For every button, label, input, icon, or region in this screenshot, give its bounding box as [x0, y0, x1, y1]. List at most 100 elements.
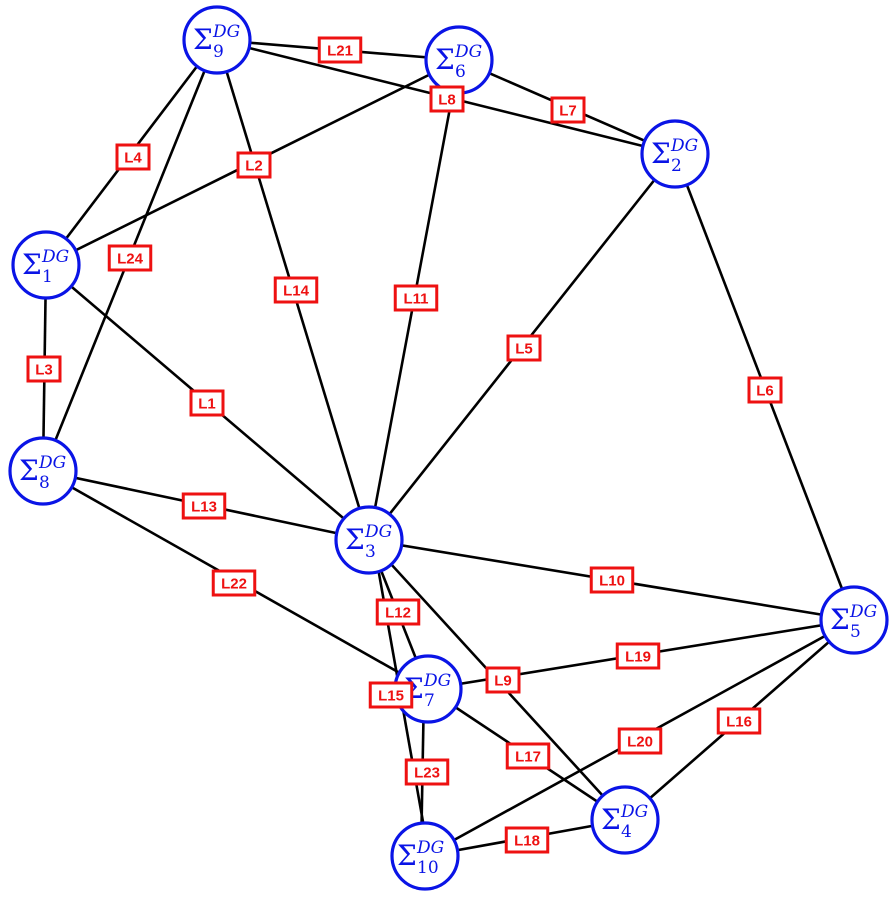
edge-label-text: L24	[117, 251, 144, 268]
node-subscript: 7	[424, 691, 435, 711]
edge-label-l9: L9	[485, 666, 521, 694]
edge-label-l11: L11	[393, 284, 439, 312]
node-subscript: 9	[213, 42, 224, 62]
node-superscript: DG	[454, 42, 482, 62]
edge-label-text: L16	[726, 714, 752, 731]
edge-label-l23: L23	[404, 758, 450, 786]
node-sigma-symbol: Σ	[193, 23, 213, 56]
node-circle	[182, 5, 252, 75]
node-superscript: DG	[416, 838, 444, 858]
edge-label-box	[393, 284, 439, 312]
node-circle	[11, 230, 81, 300]
edge-label-text: L18	[514, 833, 540, 850]
node-superscript: DG	[620, 802, 648, 822]
node-sigma-symbol: Σ	[22, 248, 42, 281]
edge-label-box	[189, 389, 225, 417]
node-circle	[590, 785, 660, 855]
edge-label-text: L6	[756, 383, 774, 400]
node-superscript: DG	[849, 602, 877, 622]
edge-label-text: L9	[494, 673, 512, 690]
edge-label-l17: L17	[505, 742, 551, 770]
edge-labels-layer: L1L2L3L4L5L6L7L8L9L10L11L12L13L14L15L16L…	[26, 36, 783, 854]
edge-label-l4: L4	[115, 143, 151, 171]
edge-label-text: L1	[198, 396, 216, 413]
edge-label-box	[429, 85, 465, 113]
node-superscript: DG	[38, 453, 66, 473]
edge-label-l10: L10	[589, 566, 635, 594]
node-subscript: 4	[621, 822, 632, 842]
edge-label-box	[181, 492, 227, 520]
edge-label-l15: L15	[368, 681, 414, 709]
edge-label-text: L3	[35, 362, 53, 379]
node-circle	[819, 585, 889, 655]
edge-label-l22: L22	[211, 569, 257, 597]
node-sigma-symbol: Σ	[345, 523, 365, 556]
edge-label-l6: L6	[747, 376, 783, 404]
node-circle	[8, 436, 78, 506]
edge-label-box	[615, 642, 661, 670]
edge-label-l7: L7	[550, 96, 586, 124]
node-sigma-symbol: Σ	[435, 43, 455, 76]
edge-label-l12: L12	[375, 598, 421, 626]
node-sigma-symbol: Σ	[651, 137, 671, 170]
edge-label-text: L23	[414, 765, 440, 782]
edge-label-l24: L24	[107, 244, 153, 272]
edge-label-l5: L5	[506, 334, 542, 362]
node-subscript: 1	[42, 267, 53, 287]
edge-label-l16: L16	[716, 707, 762, 735]
node-circle	[390, 821, 460, 891]
edge-label-l14: L14	[273, 276, 319, 304]
edge-label-box	[236, 151, 272, 179]
edge-label-box	[506, 334, 542, 362]
edge-label-box	[273, 276, 319, 304]
edge-label-text: L21	[327, 43, 353, 60]
edge-label-l19: L19	[615, 642, 661, 670]
edge-label-l1: L1	[189, 389, 225, 417]
edge-label-l13: L13	[181, 492, 227, 520]
node-superscript: DG	[423, 671, 451, 691]
edge-label-text: L15	[378, 688, 404, 705]
edge-label-box	[107, 244, 153, 272]
edge-label-text: L10	[599, 573, 625, 590]
edge-label-box	[617, 727, 663, 755]
node-subscript: 10	[417, 858, 439, 878]
edge-label-box	[747, 376, 783, 404]
node-sigma-symbol: Σ	[397, 839, 417, 872]
edge-label-l21: L21	[317, 36, 363, 64]
node-superscript: DG	[670, 136, 698, 156]
edge-label-text: L11	[403, 291, 428, 308]
edge-label-box	[375, 598, 421, 626]
edge-label-box	[589, 566, 635, 594]
node-subscript: 6	[455, 62, 466, 82]
node-superscript: DG	[41, 247, 69, 267]
node-sigma-symbol: Σ	[830, 603, 850, 636]
node-subscript: 5	[850, 622, 861, 642]
edge-label-l8: L8	[429, 85, 465, 113]
node-superscript: DG	[212, 22, 240, 42]
node-circle	[334, 505, 404, 575]
edge-label-box	[317, 36, 363, 64]
node-circle	[640, 119, 710, 189]
edge-label-text: L19	[625, 649, 651, 666]
edge-label-box	[504, 826, 550, 854]
edge-label-text: L12	[385, 605, 411, 622]
edge-label-box	[115, 143, 151, 171]
edge-label-l3: L3	[26, 355, 62, 383]
edge-label-box	[716, 707, 762, 735]
edge-label-text: L5	[515, 341, 533, 358]
edge-label-text: L13	[191, 499, 217, 516]
edge-label-text: L2	[245, 158, 263, 175]
edge-label-text: L14	[283, 283, 310, 300]
edge-label-l18: L18	[504, 826, 550, 854]
node-subscript: 3	[365, 542, 376, 562]
node-sigma-symbol: Σ	[19, 454, 39, 487]
node-subscript: 8	[39, 473, 50, 493]
edge-label-text: L17	[515, 749, 541, 766]
